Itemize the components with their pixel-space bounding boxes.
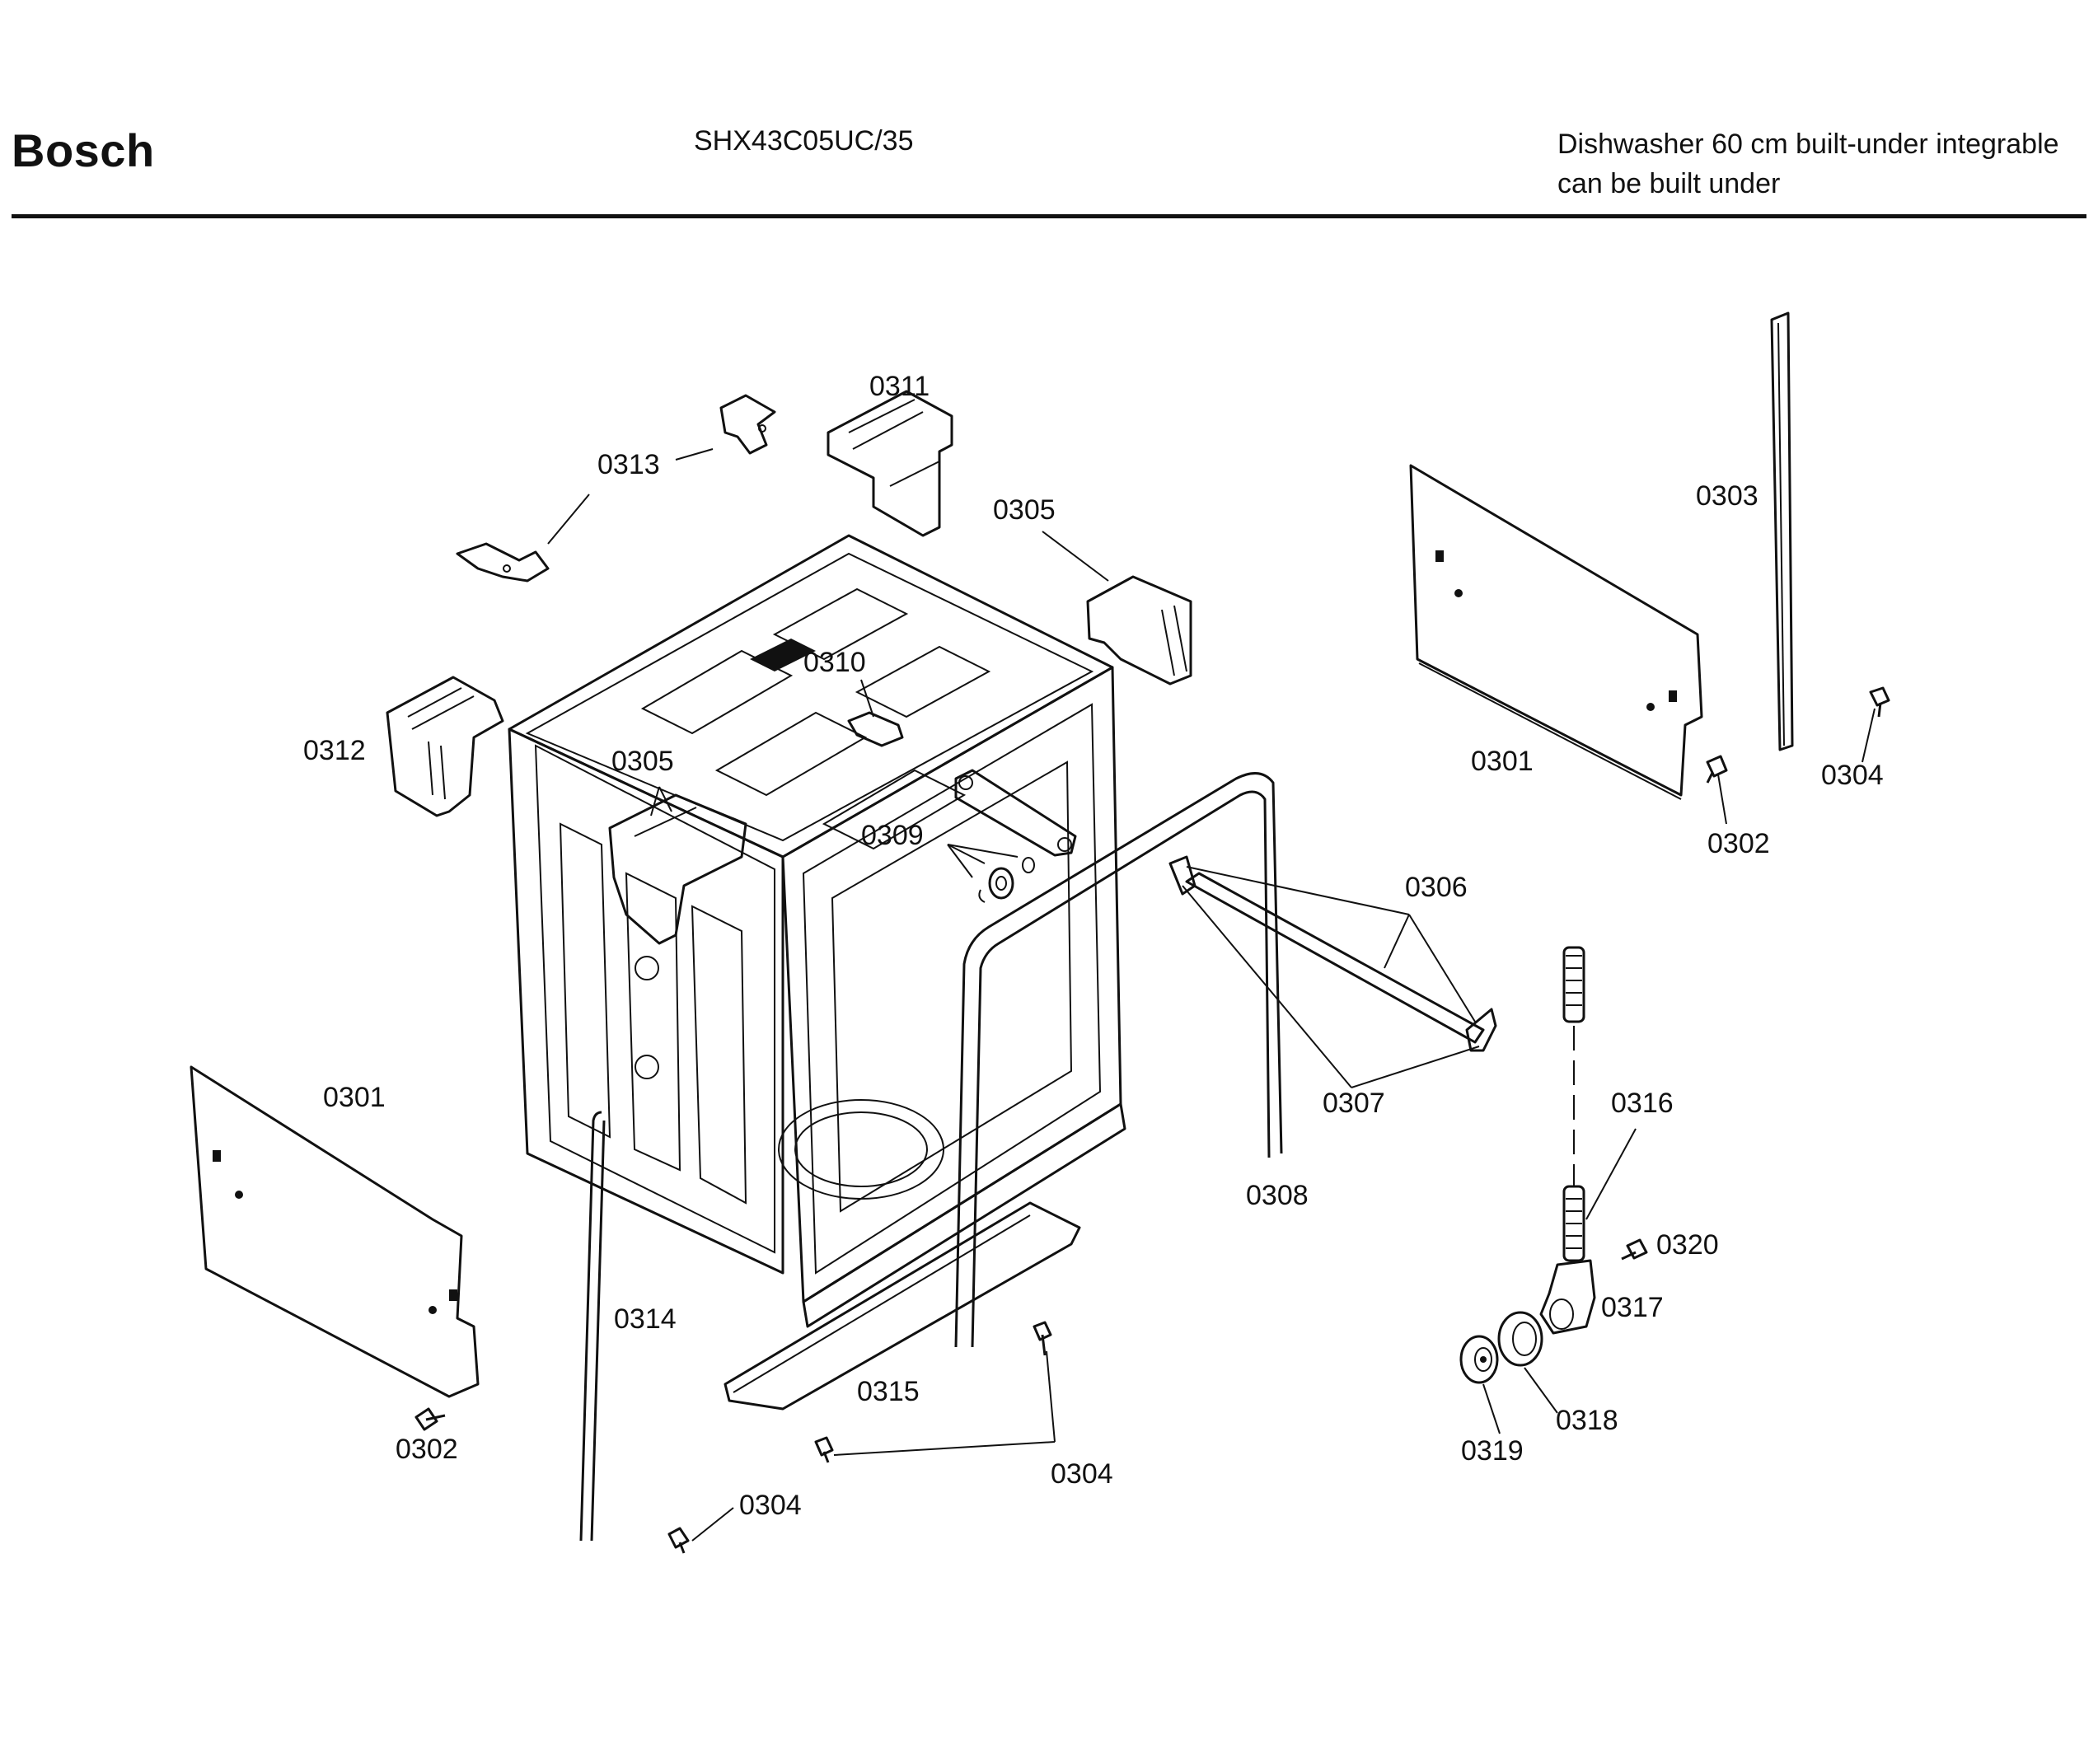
leader-lines: [547, 448, 1876, 1542]
label-0301-left: 0301: [323, 1082, 386, 1113]
label-0305-mid: 0305: [611, 746, 674, 777]
part-0309-hinge-parts: [954, 769, 1077, 903]
label-0311: 0311: [869, 371, 930, 402]
label-0307: 0307: [1323, 1088, 1385, 1119]
part-0311-bracket: [827, 390, 953, 537]
part-0310-clip: [847, 711, 904, 747]
screw-0302-right: [1706, 755, 1728, 784]
label-0301-right: 0301: [1471, 746, 1534, 777]
part-0305-mid-bracket: [608, 793, 747, 945]
label-0309: 0309: [861, 820, 924, 851]
label-0302-left: 0302: [396, 1434, 458, 1465]
screw-0304-lower: [814, 1436, 834, 1463]
label-0315: 0315: [857, 1376, 920, 1407]
label-0314: 0314: [614, 1303, 677, 1335]
part-0306-rod: [1168, 855, 1497, 1052]
part-0303-strip: [1770, 311, 1794, 751]
label-0318: 0318: [1556, 1405, 1618, 1436]
label-0320: 0320: [1656, 1229, 1719, 1261]
screw-0320: [1621, 1238, 1648, 1261]
screw-0304-center: [1033, 1321, 1052, 1356]
label-0304-top-right: 0304: [1821, 760, 1884, 791]
part-labels: 0311 0313 0305 0303 0310 0312 0305 0301 …: [303, 371, 1884, 1521]
label-0302-right: 0302: [1707, 828, 1770, 859]
label-0308: 0308: [1246, 1180, 1309, 1211]
part-0308-door-seal: [954, 772, 1283, 1348]
label-0316: 0316: [1611, 1088, 1674, 1119]
model-number: SHX43C05UC/35: [694, 125, 914, 157]
product-description-line1: Dishwasher 60 cm built-under integrable: [1557, 129, 2059, 160]
header-divider: [12, 214, 2086, 218]
label-0306: 0306: [1405, 872, 1468, 903]
screw-0304-bottom: [667, 1527, 690, 1554]
screw-0302-left: [414, 1407, 446, 1431]
label-0305-upper: 0305: [993, 494, 1056, 526]
label-0303: 0303: [1696, 480, 1758, 512]
part-0312-bracket: [386, 676, 504, 817]
part-0316-hose: [1562, 946, 1585, 1262]
screw-0304-top-right: [1869, 686, 1890, 718]
label-0310: 0310: [803, 647, 866, 678]
part-0314-seal-strip: [579, 1111, 606, 1542]
label-0312: 0312: [303, 735, 366, 766]
product-description-line2: can be built under: [1557, 168, 1781, 199]
label-0319: 0319: [1461, 1435, 1524, 1467]
part-0305-upper-bracket: [1086, 575, 1192, 685]
part-0313-clips: [456, 394, 776, 583]
label-0317: 0317: [1601, 1292, 1664, 1323]
brand-title: Bosch: [12, 124, 155, 176]
part-0319-cap: [1459, 1335, 1499, 1384]
part-0315-base-rail: [724, 1201, 1081, 1411]
part-0301-left-panel: [190, 1065, 480, 1398]
dishwasher-tub: [508, 534, 1126, 1328]
part-0318-ring: [1497, 1311, 1543, 1367]
part-0301-right-panel: [1409, 464, 1703, 800]
part-0317-elbow: [1539, 1259, 1596, 1335]
screws: [414, 686, 1890, 1554]
label-0313: 0313: [597, 449, 660, 480]
label-0304-bottom: 0304: [739, 1490, 802, 1521]
label-0304-center: 0304: [1051, 1458, 1113, 1490]
